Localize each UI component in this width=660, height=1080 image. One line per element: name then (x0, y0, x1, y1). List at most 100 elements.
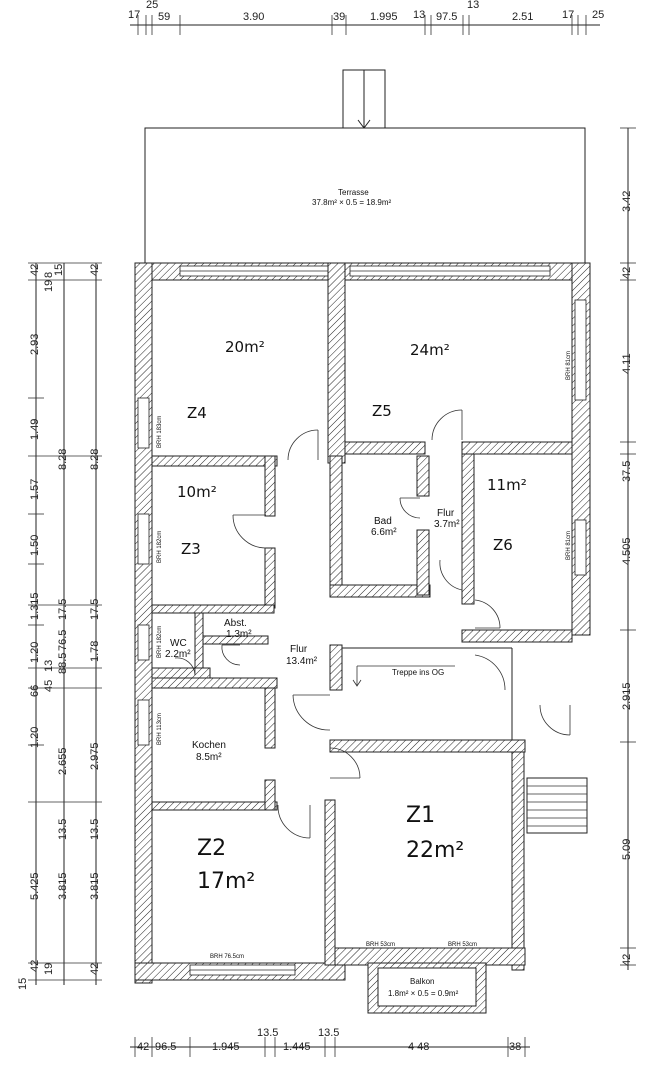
dim-left-outer-10: 5.425 (29, 872, 41, 900)
dim-top-7: 13 (413, 9, 425, 21)
dim-left-mid-8: 45 (43, 680, 55, 692)
dim-left-mid-4: 8.28 (57, 449, 69, 470)
z3-name: Z3 (181, 540, 201, 558)
dim-left-outer-7: 1.20 (29, 642, 41, 663)
dim-left-outer-2: 2.93 (29, 334, 41, 355)
dim-left-outer-8: 66 (29, 685, 41, 697)
room-labels: 20m² Z4 24m² Z5 10m² Z3 Bad 6.6m² Flur 3… (165, 338, 527, 894)
right-dimension-chain: 3.42 42 4.11 37.5 4.505 2.915 5.09 42 (620, 127, 636, 970)
dim-right-2: 42 (621, 267, 633, 279)
z1-area: 22m² (406, 838, 464, 863)
dim-bottom-5: 1.445 (283, 1041, 311, 1053)
stairs-label: Treppe ins OG (392, 668, 444, 677)
flur-area: 13.4m² (286, 656, 318, 667)
dim-left-mid-12: 3.815 (57, 872, 69, 900)
dim-left-inner-7: 3.815 (89, 872, 101, 900)
bad-area: 6.6m² (371, 527, 397, 538)
kochen-window-label: BRH 113cm (157, 713, 163, 745)
z6-area: 11m² (487, 476, 527, 494)
dim-left-inner-5: 2.975 (89, 742, 101, 770)
dim-left-mid-5: 17.5 (57, 599, 69, 620)
dim-left-mid-7: 13 (43, 660, 55, 672)
z4-name: Z4 (187, 404, 207, 422)
dim-right-6: 2.915 (621, 682, 633, 710)
dim-top-6: 1.995 (370, 11, 398, 23)
dim-right-8: 42 (621, 954, 633, 966)
dim-bottom-4: 13.5 (257, 1027, 278, 1039)
abst-name: Abst. (224, 618, 247, 629)
dim-left-outer-3: 1.49 (29, 419, 41, 440)
flur-name: Flur (290, 644, 308, 655)
z4-area: 20m² (225, 338, 265, 356)
dim-right-3: 4.11 (621, 353, 633, 374)
dim-left-inner-4: 1.78 (89, 641, 101, 662)
abst-area: 1.3m² (226, 629, 252, 640)
dim-right-1: 3.42 (621, 191, 633, 212)
z1-window-right-label: BRH 53cm (448, 942, 477, 948)
dim-right-5: 4.505 (621, 537, 633, 565)
dim-bottom-2: 96.5 (155, 1041, 176, 1053)
dim-top-2: 25 (146, 0, 158, 11)
kochen-name: Kochen (192, 740, 226, 751)
dim-left-mid-6: 76.5 (57, 630, 69, 651)
balcony-label: Balkon (410, 977, 434, 986)
z1-name: Z1 (406, 803, 435, 828)
wc-area: 2.2m² (165, 649, 191, 660)
dim-right-4: 37.5 (621, 461, 633, 482)
doors (174, 409, 571, 839)
z3-area: 10m² (177, 483, 217, 501)
dim-left-mid-10: 2.655 (57, 747, 69, 775)
top-dimension-chain: 17 25 59 3.90 39 1.995 13 97.5 13 2.51 1… (128, 0, 604, 35)
bad-name: Bad (374, 516, 392, 527)
flur-small-area: 3.7m² (434, 519, 460, 530)
dim-left-outer-6: 1.315 (29, 592, 41, 620)
dim-top-10: 2.51 (512, 11, 533, 23)
z2-area: 17m² (197, 869, 255, 894)
outer-walls (134, 262, 591, 984)
dim-left-outer-11: 42 (29, 960, 41, 972)
chimney (342, 69, 386, 129)
dim-left-inner-3: 17.5 (89, 599, 101, 620)
dim-top-5: 39 (333, 11, 345, 23)
dim-left-mid-9: 88.5 (57, 653, 69, 674)
dim-left-mid-2: 19 (43, 280, 55, 292)
dim-left-mid-13: 19 (43, 963, 55, 975)
z2-window-label: BRH 76.5cm (210, 954, 244, 960)
terrace-area-calc: 37.8m² × 0.5 = 18.9m² (312, 198, 391, 207)
z6-window-label: BRH 81cm (566, 531, 572, 560)
dim-left-mid-1: 8 (43, 272, 55, 278)
outside-stairs (526, 777, 588, 834)
dim-left-outer-9: 1.20 (29, 727, 41, 748)
z5-name: Z5 (372, 402, 392, 420)
dim-left-inner-2: 8.28 (89, 449, 101, 470)
dim-left-mid-3: 15 (53, 264, 65, 276)
balcony-area-calc: 1.8m² × 0.5 = 0.9m² (388, 989, 459, 998)
dim-bottom-8: 38 (509, 1041, 521, 1053)
dim-bottom-6: 13.5 (318, 1027, 339, 1039)
dim-bottom-7: 4 48 (408, 1041, 429, 1053)
dim-left-inner-8: 42 (89, 963, 101, 975)
dim-top-9: 13 (467, 0, 479, 11)
dim-top-11: 17 (562, 9, 574, 21)
stairs-arrow (352, 665, 455, 687)
window-labels: BRH 183cm BRH 182cm BRH 182cm BRH 113cm … (157, 351, 572, 960)
z1-window-left-label: BRH 53cm (366, 942, 395, 948)
dim-left-outer-1: 42 (29, 264, 41, 276)
left-dimension-chains: 42 2.93 1.49 1.57 1.50 1.315 1.20 66 1.2… (17, 262, 102, 990)
z3-window-label: BRH 182cm (157, 531, 163, 563)
dim-left-outer-12: 15 (17, 978, 29, 990)
terrace-label: Terrasse (338, 188, 369, 197)
balcony: Balkon 1.8m² × 0.5 = 0.9m² (367, 962, 487, 1014)
terrace: Terrasse 37.8m² × 0.5 = 18.9m² (144, 127, 586, 264)
dim-top-1: 17 (128, 9, 140, 21)
z5-window-label: BRH 81cm (566, 351, 572, 380)
z6-name: Z6 (493, 536, 513, 554)
kochen-area: 8.5m² (196, 752, 222, 763)
dim-bottom-3: 1.945 (212, 1041, 240, 1053)
dim-left-inner-6: 13.5 (89, 819, 101, 840)
dim-top-4: 3.90 (243, 11, 264, 23)
dim-left-outer-4: 1.57 (29, 479, 41, 500)
wc-window-label: BRH 182cm (157, 626, 163, 658)
dim-left-outer-5: 1.50 (29, 535, 41, 556)
